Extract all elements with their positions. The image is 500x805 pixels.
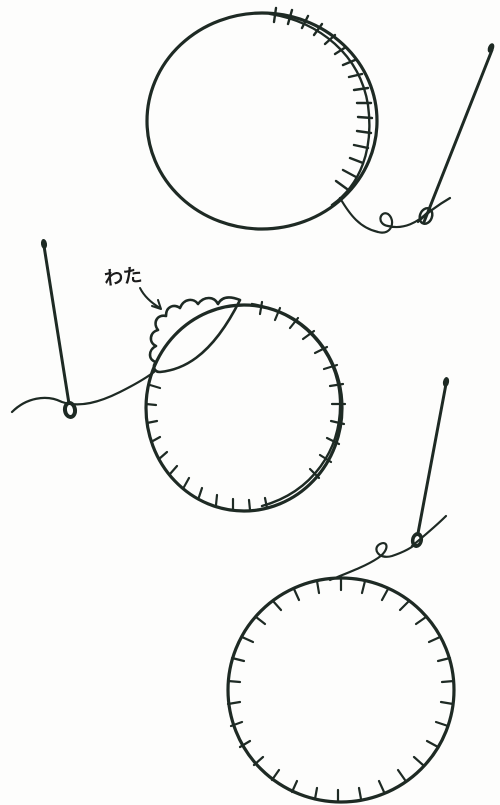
step-2-group xyxy=(12,239,345,511)
step-1-thread xyxy=(340,198,428,233)
step-2-padding xyxy=(150,297,240,372)
step-1-needle-icon xyxy=(417,42,495,225)
step-2-left-stitches xyxy=(146,385,267,510)
step-3-group xyxy=(228,377,454,802)
step-1-group xyxy=(147,8,496,233)
step-2-thread xyxy=(12,372,154,412)
step-2-needle-icon xyxy=(40,239,78,420)
step-3-ring xyxy=(228,578,454,802)
step-2-annotation-arrow xyxy=(140,288,161,309)
step-3-thread xyxy=(330,542,418,580)
padding-label: わた xyxy=(103,260,144,291)
step-2-inner-band xyxy=(252,304,340,506)
step-3-needle-icon xyxy=(410,377,450,549)
